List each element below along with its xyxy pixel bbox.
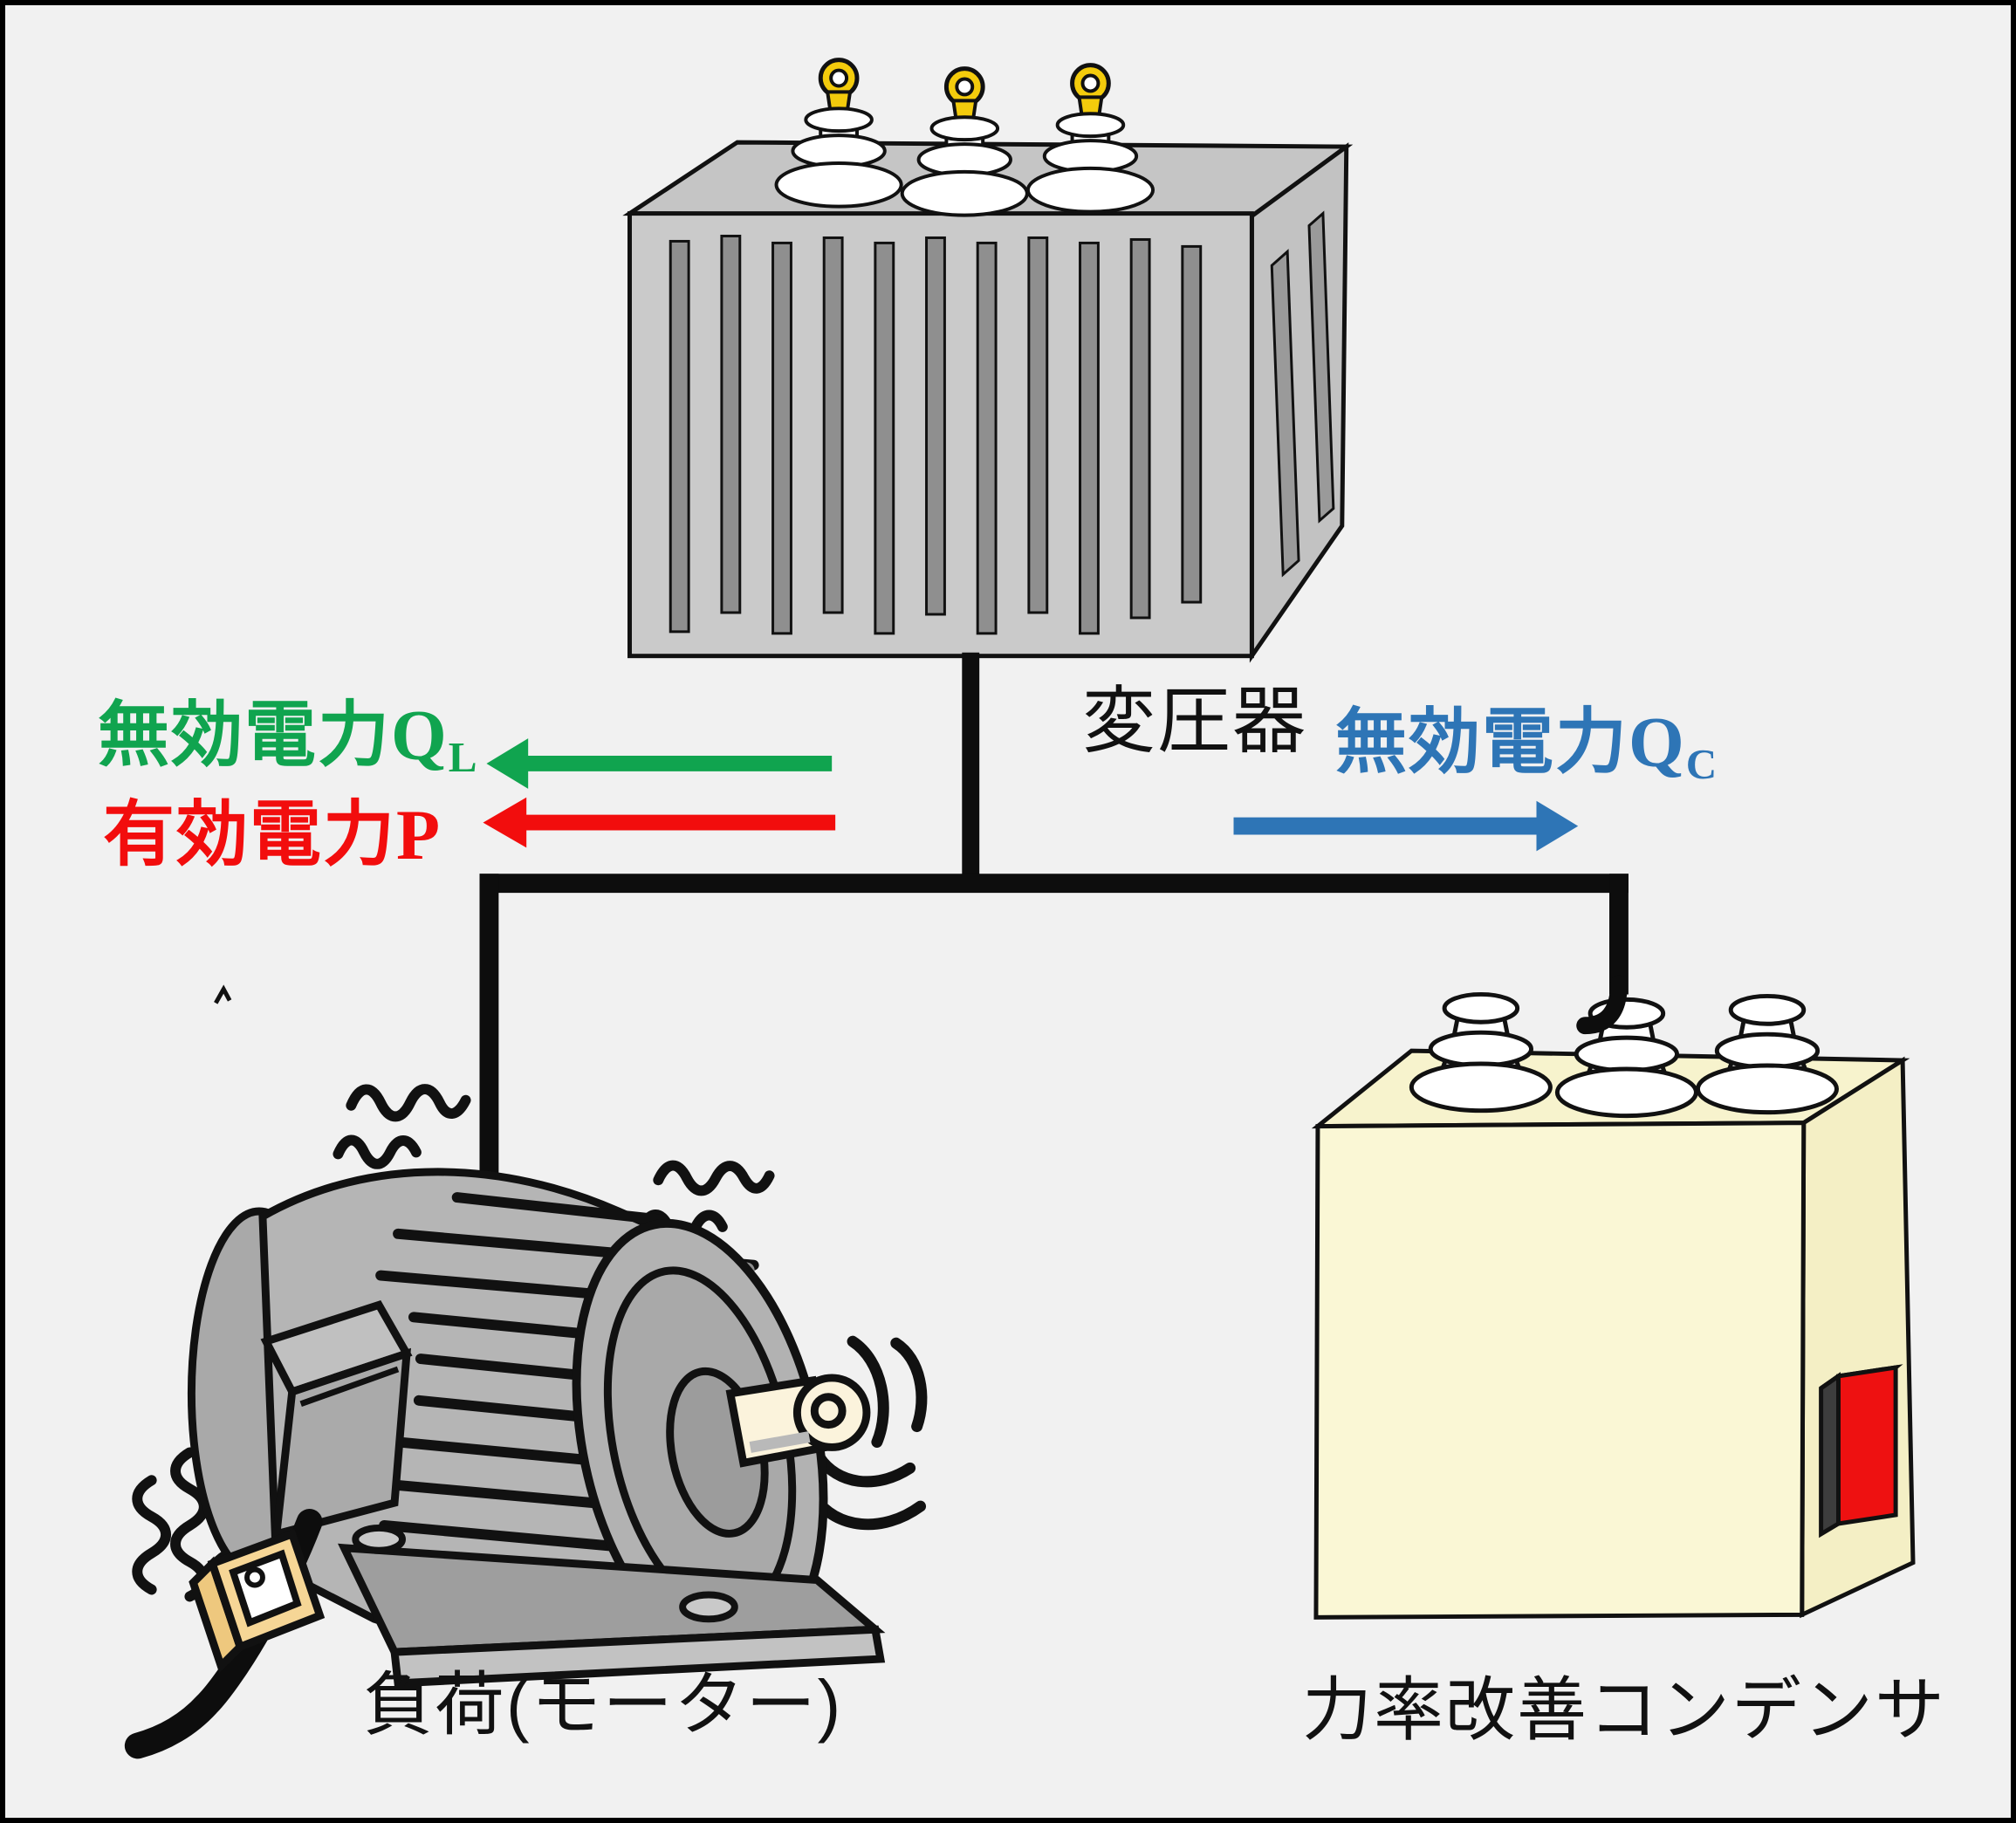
arrow-reactive-ql bbox=[486, 738, 833, 789]
label-active-power-p: 有効電力P bbox=[103, 799, 442, 871]
label-load-motor: 負荷(モーター) bbox=[363, 1666, 843, 1744]
transformer-cooling-fins bbox=[669, 234, 1203, 635]
label-subscript: L bbox=[448, 732, 479, 781]
label-text: 無効電力Q bbox=[1335, 702, 1686, 782]
motor-illustration bbox=[124, 984, 928, 1759]
label-subscript: C bbox=[1685, 739, 1719, 788]
base-bolt bbox=[679, 1591, 738, 1623]
label-text: 有効電力P bbox=[103, 795, 442, 874]
label-reactive-power-qc: 無効電力QC bbox=[1335, 707, 1718, 785]
motor-base bbox=[338, 1524, 886, 1688]
label-transformer: 変圧器 bbox=[1082, 680, 1308, 762]
motor-shaft bbox=[725, 1374, 871, 1468]
diagram-art bbox=[124, 58, 1916, 1759]
capacitor-front-face bbox=[1313, 1121, 1807, 1620]
transformer-bushing-insulator bbox=[900, 66, 1029, 217]
motor-junction-box bbox=[260, 1300, 413, 1539]
arrow-active-p bbox=[483, 797, 836, 848]
wire-capacitor-hook bbox=[1576, 975, 1628, 1035]
transformer-bushing-insulator bbox=[774, 58, 903, 209]
transformer-right-face bbox=[1249, 142, 1349, 663]
capacitor-illustration bbox=[1311, 991, 1916, 1620]
capacitor-right-face bbox=[1800, 1056, 1916, 1619]
capacitor-bushing-insulator bbox=[1409, 991, 1553, 1114]
circuit-wires bbox=[479, 652, 1629, 1186]
label-reactive-power-ql: 無効電力QL bbox=[98, 700, 479, 778]
cable-switch-dot bbox=[244, 1566, 265, 1588]
label-text: 無効電力Q bbox=[98, 696, 449, 775]
capacitor-switch bbox=[1819, 1364, 1903, 1539]
transformer-side-fins bbox=[1270, 210, 1335, 578]
switch-side-bevel bbox=[1819, 1372, 1841, 1539]
arrow-reactive-qc bbox=[1233, 800, 1579, 852]
capacitor-bushing-insulator bbox=[1554, 997, 1698, 1119]
switch-red-button bbox=[1836, 1365, 1898, 1526]
transformer-illustration bbox=[622, 58, 1354, 663]
label-pf-capacitor: 力率改善コンデンサ bbox=[1302, 1671, 1946, 1749]
cable-switch bbox=[189, 1529, 326, 1674]
capacitor-bushing-insulator bbox=[1695, 993, 1839, 1115]
base-bolt bbox=[352, 1524, 406, 1554]
transformer-bushing-insulator bbox=[1025, 63, 1155, 214]
stray-pen-mark bbox=[214, 984, 232, 1004]
